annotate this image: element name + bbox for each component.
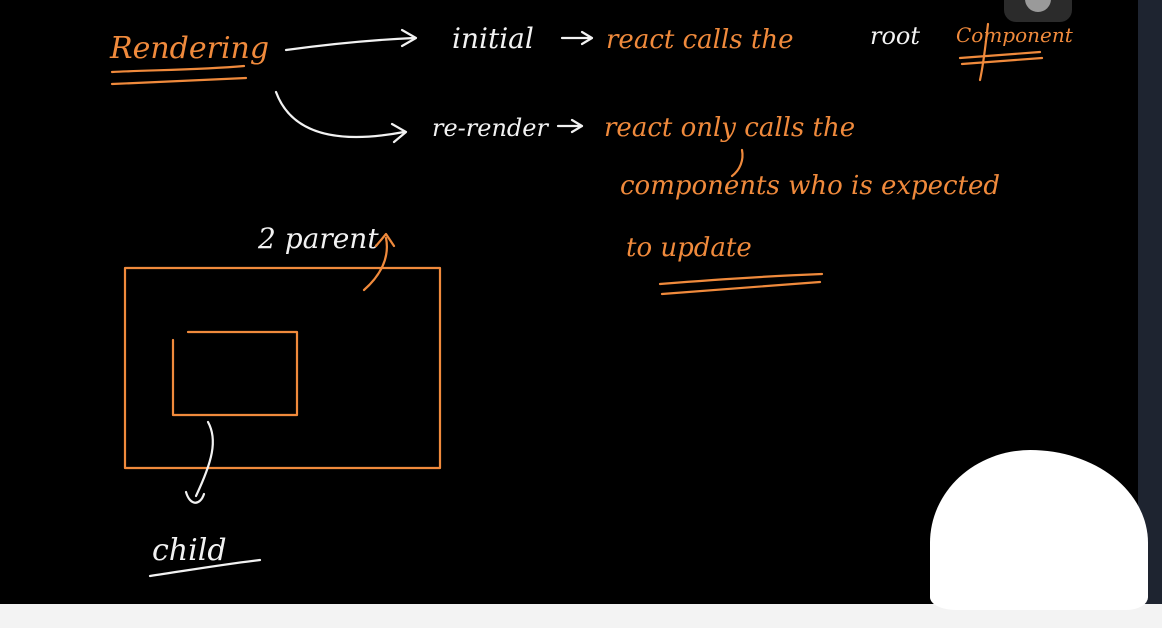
rerender-line-1: react only calls the	[604, 113, 855, 143]
arrow-initial-to-text	[560, 30, 594, 46]
update-underline-2	[660, 280, 822, 296]
presenter-cutout	[930, 450, 1148, 610]
component-underline-1	[958, 50, 1042, 60]
parent-arrow	[362, 236, 388, 292]
component-stroke	[978, 22, 990, 82]
update-underline-1	[658, 272, 824, 286]
rerender-line-2: components who is expected	[620, 171, 1000, 201]
diagram: Rendering initial react calls the root C…	[109, 22, 1074, 578]
initial-text: react calls the	[606, 25, 793, 55]
component-text: Component	[956, 23, 1074, 47]
child-underline	[148, 558, 262, 578]
arrow-rerender	[274, 90, 406, 139]
arrow-initial	[284, 36, 416, 52]
root-text: root	[870, 22, 920, 50]
arrow-initial-head	[400, 28, 418, 48]
child-label: child	[152, 533, 227, 568]
arrow-rerender-to-text	[556, 118, 584, 134]
child-arrow	[194, 420, 214, 498]
top-control-button[interactable]	[1004, 0, 1072, 22]
child-box	[171, 330, 299, 417]
child-arrow-head	[184, 490, 206, 504]
parent-label: 2 parent	[257, 222, 379, 255]
side-strip	[1138, 0, 1162, 604]
heading-rendering: Rendering	[109, 31, 269, 66]
parent-arrow-head	[374, 232, 396, 248]
rerender-label: re-render	[432, 114, 549, 142]
rerender-line-3: to update	[626, 233, 752, 263]
heading-underline-1	[110, 64, 246, 74]
initial-label: initial	[452, 22, 534, 55]
parent-box	[123, 266, 442, 470]
record-dot-icon	[1025, 0, 1051, 12]
arrow-rerender-head	[390, 122, 408, 144]
component-underline-2	[960, 56, 1044, 66]
only-loop-stroke	[730, 148, 744, 178]
heading-underline-2	[110, 76, 248, 86]
